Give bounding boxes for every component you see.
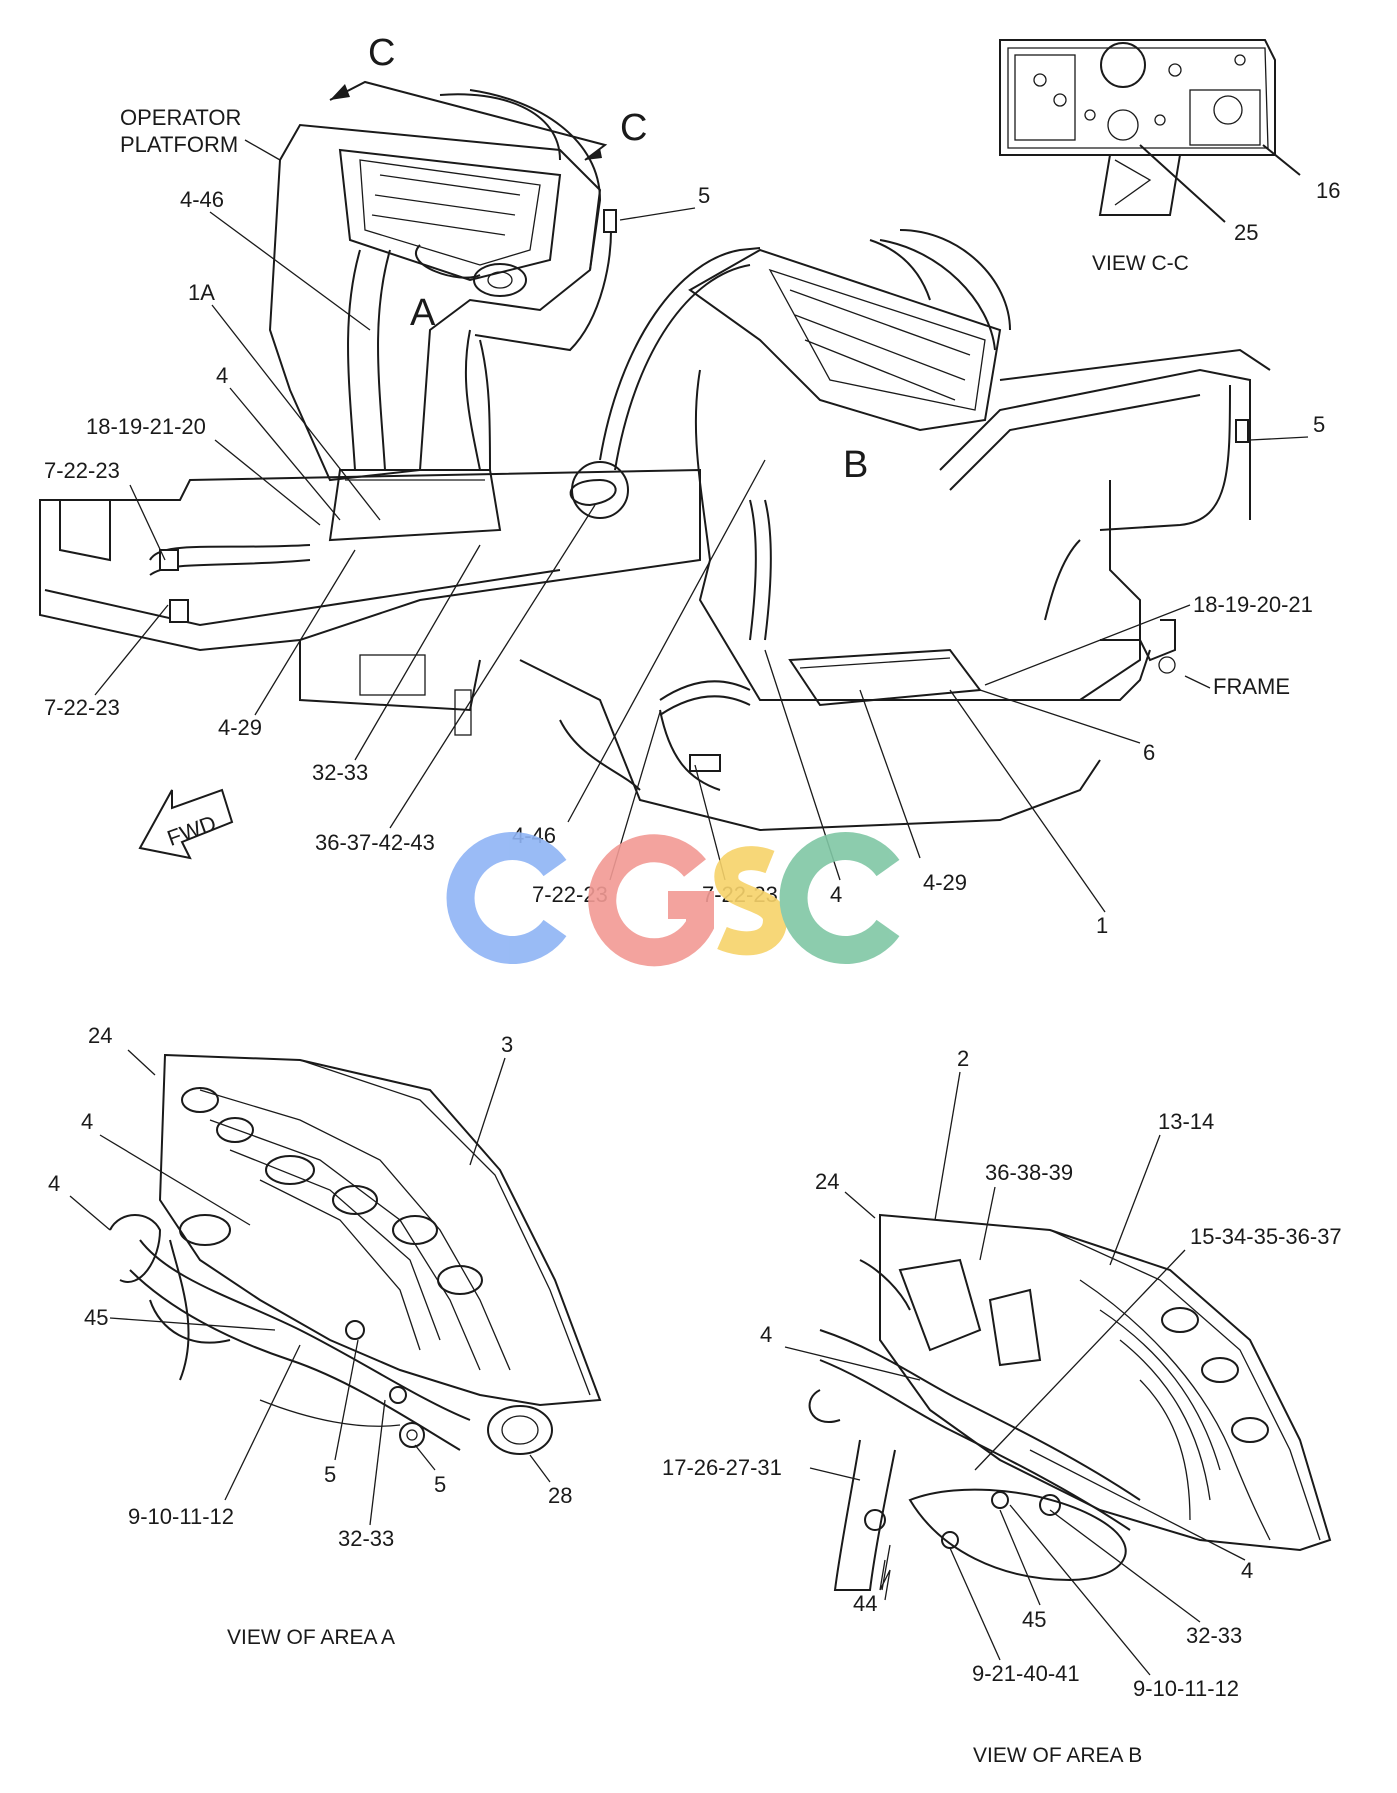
machine-a-outline	[39, 89, 701, 736]
callout: 4-29	[923, 870, 967, 895]
callout: 5	[1313, 412, 1325, 437]
callout: 3	[501, 1032, 513, 1057]
callout: 17-26-27-31	[662, 1455, 782, 1480]
callout: 5	[434, 1472, 446, 1497]
callout: 18-19-21-20	[86, 414, 206, 439]
callout: 9-21-40-41	[972, 1661, 1080, 1686]
main-leaders	[94, 207, 1309, 913]
watermark-letter-g	[588, 834, 714, 967]
callout: 4-29	[218, 715, 262, 740]
callout: 25	[1234, 220, 1258, 245]
leader-frame	[1184, 675, 1211, 689]
callout: 45	[1022, 1607, 1046, 1632]
callout: 36-37-42-43	[315, 830, 435, 855]
callout: 44	[853, 1591, 877, 1616]
callout: 32-33	[1186, 1623, 1242, 1648]
callout: 36-38-39	[985, 1160, 1073, 1185]
view-letter-a: A	[410, 292, 436, 334]
area-a-drawing	[109, 1053, 602, 1455]
callout: 28	[548, 1483, 572, 1508]
cgsc-watermark	[446, 832, 900, 967]
callout: 6	[1143, 740, 1155, 765]
callout: 2	[957, 1046, 969, 1071]
callout: 24	[88, 1023, 112, 1048]
view-letter-c-right: C	[620, 107, 647, 149]
view-cc-inset	[999, 39, 1301, 223]
caption-view-area-b: VIEW OF AREA B	[973, 1744, 1142, 1767]
section-line-cc	[329, 80, 608, 161]
caption-operator: OPERATOR	[120, 105, 241, 130]
callout: 5	[324, 1462, 336, 1487]
area-b-drawing	[808, 1213, 1332, 1601]
machine-b-outline	[519, 229, 1271, 832]
callout: 16	[1316, 178, 1340, 203]
callout: 4	[760, 1322, 772, 1347]
callout: 4	[1241, 1558, 1253, 1583]
watermark-letter-c2	[779, 832, 900, 964]
callout: 1A	[188, 280, 215, 305]
callout: 4	[81, 1109, 93, 1134]
fwd-label: FWD	[164, 810, 220, 851]
callout: 4-46	[180, 187, 224, 212]
callout: 5	[698, 183, 710, 208]
callout: 7-22-23	[44, 695, 120, 720]
fwd-arrow: FWD	[138, 788, 234, 860]
callout: 32-33	[338, 1526, 394, 1551]
caption-frame: FRAME	[1213, 674, 1290, 699]
leader-operator-platform	[244, 139, 281, 161]
watermark-letter-s	[714, 846, 788, 956]
callout: 24	[815, 1169, 839, 1194]
callout: 4	[216, 363, 228, 388]
area-a-callouts: 24 3 4 4 45 5 5 9-10-11-12 32-33 28 VIEW…	[48, 1023, 572, 1649]
callout: 9-10-11-12	[1133, 1676, 1239, 1701]
caption-platform: PLATFORM	[120, 132, 238, 157]
view-letter-c-left: C	[368, 32, 395, 74]
callout: 4	[48, 1171, 60, 1196]
watermark-letter-c1	[446, 832, 567, 964]
callout: 1	[1096, 913, 1108, 938]
callout: 13-14	[1158, 1109, 1214, 1134]
callout: 45	[84, 1305, 108, 1330]
callout: 4	[830, 882, 842, 907]
caption-view-cc: VIEW C-C	[1092, 252, 1189, 275]
callout: 32-33	[312, 760, 368, 785]
callout: 7-22-23	[44, 458, 120, 483]
area-b-callouts: 2 13-14 24 36-38-39 15-34-35-36-37 4 17-…	[662, 1046, 1342, 1767]
callout: 18-19-20-21	[1193, 592, 1313, 617]
callout: 15-34-35-36-37	[1190, 1224, 1342, 1249]
callout: 9-10-11-12	[128, 1504, 234, 1529]
caption-view-area-a: VIEW OF AREA A	[227, 1626, 395, 1649]
view-letter-b: B	[843, 444, 868, 486]
